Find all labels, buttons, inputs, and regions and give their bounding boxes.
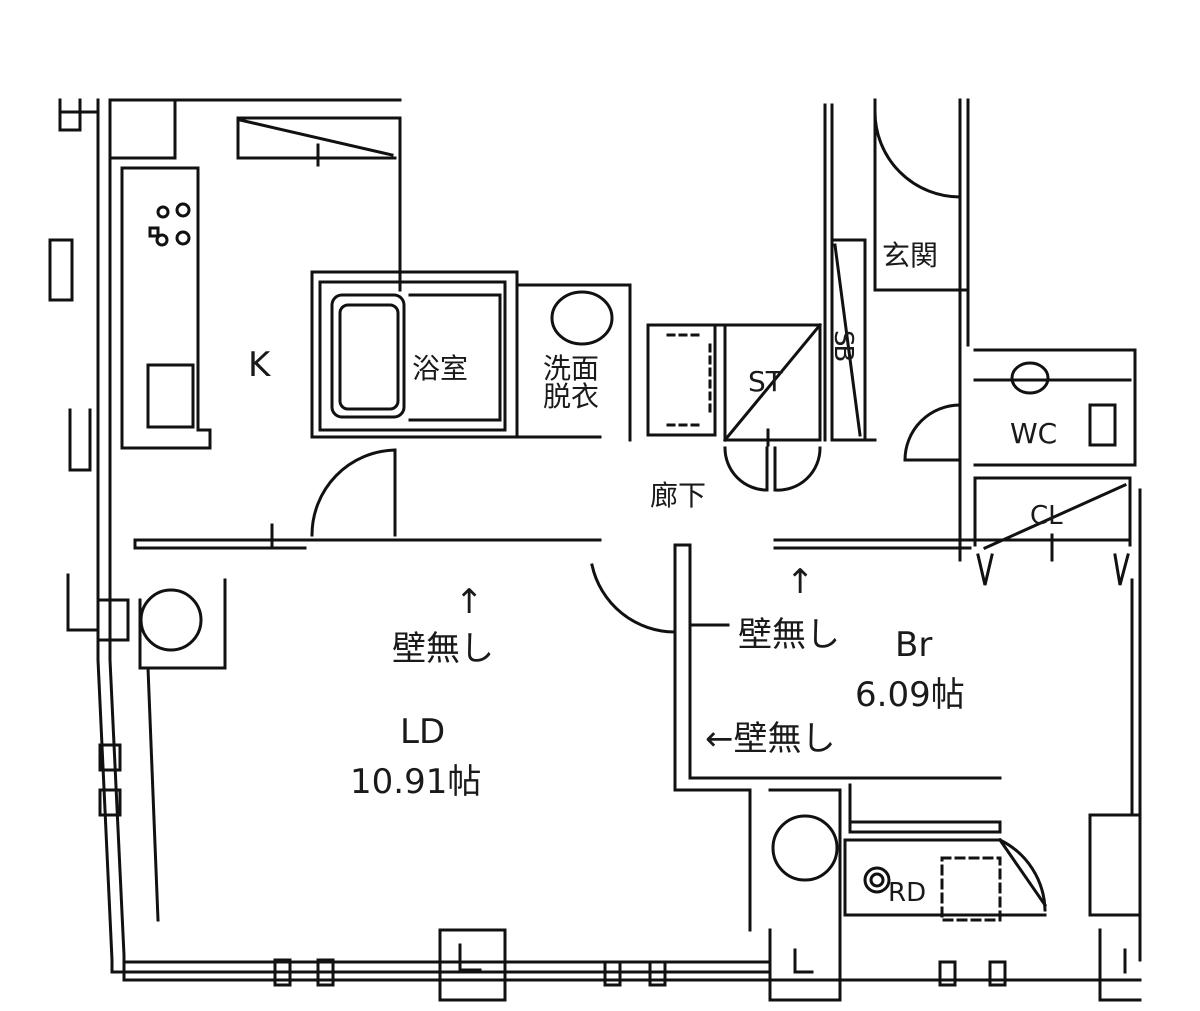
- note-arrow-br: ↑: [786, 562, 815, 602]
- bottom-wall: [122, 928, 1142, 1002]
- room-label-bedroom: Br: [895, 625, 933, 665]
- room-size-bedroom: 6.09帖: [855, 675, 965, 715]
- room-size-living-dining: 10.91帖: [350, 762, 482, 802]
- note-arrow-ld: ↑: [455, 582, 484, 622]
- room-label-kitchen: K: [248, 345, 271, 385]
- door-kitchen: [310, 448, 397, 537]
- note-no-wall-br: 壁無し: [738, 615, 840, 655]
- outer-wall-left: [48, 98, 772, 974]
- closet-block: [973, 476, 1132, 586]
- storage-st: [722, 322, 823, 492]
- room-label-toilet: WC: [1010, 417, 1058, 450]
- room-label-hallway: 廊下: [650, 479, 707, 512]
- entrance-block: [823, 98, 970, 562]
- room-label-washroom-line2: 脱衣: [543, 380, 600, 413]
- note-no-wall-left: ←壁無し: [705, 719, 836, 759]
- room-label-entrance: 玄関: [882, 239, 939, 272]
- note-no-wall-ld: 壁無し: [392, 629, 494, 669]
- room-label-shoebox: SB: [828, 330, 858, 361]
- ld-br-walls: [133, 538, 1002, 932]
- bath-block: [310, 270, 727, 442]
- room-label-washroom: 洗面 脱衣: [543, 355, 599, 411]
- kitchen-walls: [108, 98, 402, 450]
- room-label-living-dining: LD: [400, 712, 446, 752]
- balcony-block: [768, 783, 1142, 932]
- room-label-storage: ST: [748, 365, 783, 398]
- room-label-roof-drain: RD: [888, 878, 927, 908]
- room-label-closet: CL: [1030, 501, 1063, 531]
- room-label-washroom-line1: 洗面: [543, 352, 600, 385]
- kitchen-ld-wall: [133, 523, 1132, 550]
- toilet-block: [903, 348, 1137, 467]
- room-label-bath: 浴室: [412, 352, 469, 385]
